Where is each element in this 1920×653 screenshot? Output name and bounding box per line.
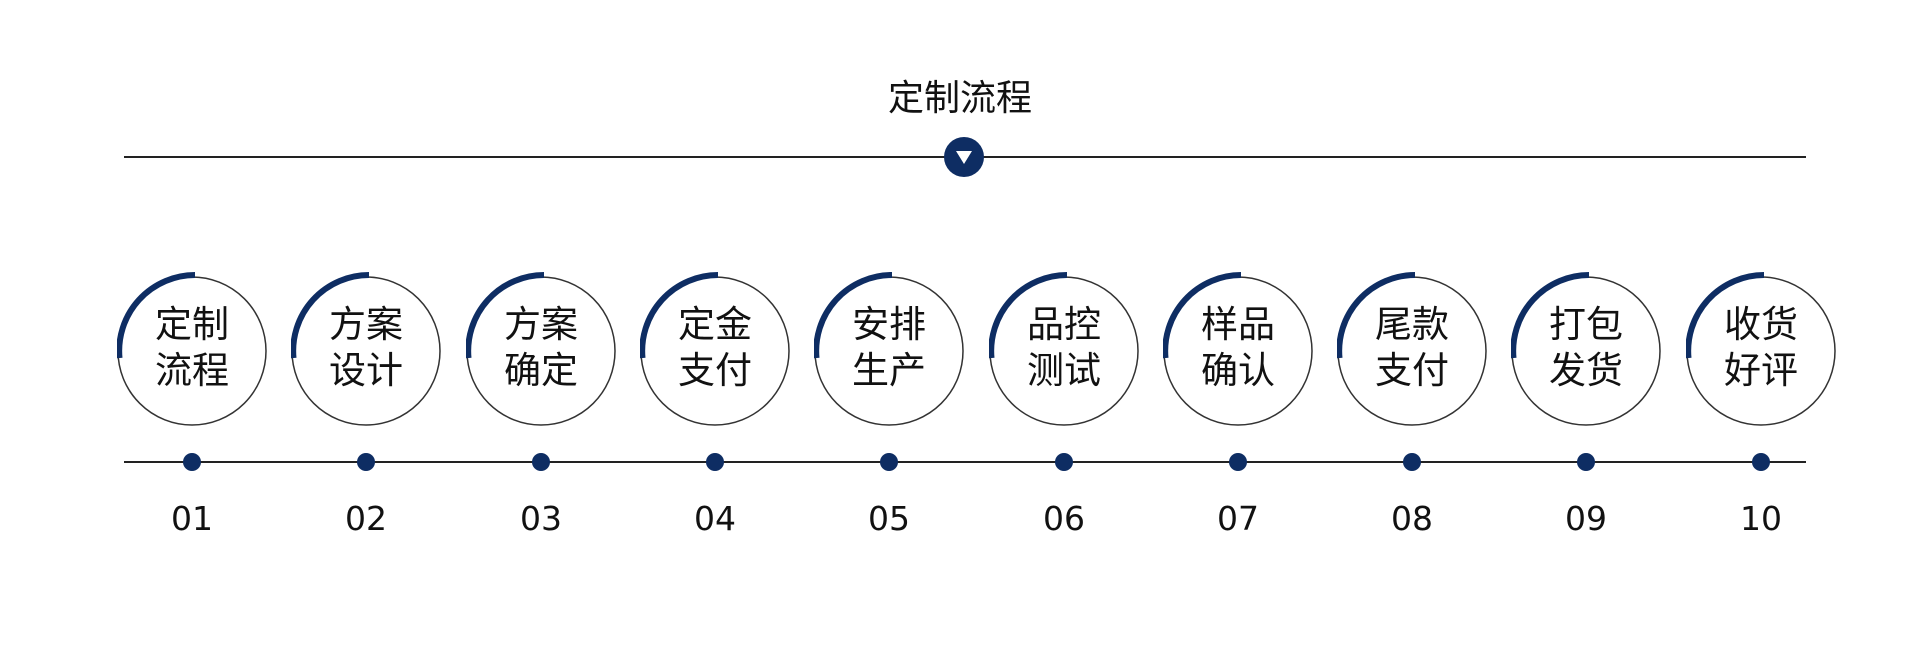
step-number: 06: [1043, 499, 1085, 538]
step-number: 03: [520, 499, 562, 538]
step-circle: [1511, 272, 1661, 426]
timeline-dot: [1229, 453, 1247, 471]
step-circle: [989, 272, 1139, 426]
timeline-dot: [1577, 453, 1595, 471]
step-circle: [640, 272, 790, 426]
progress-arc: [1511, 272, 1590, 359]
step-label: 定金 支付: [678, 303, 752, 392]
step-label: 方案 设计: [329, 303, 403, 392]
process-step: 安排 生产: [814, 272, 964, 432]
progress-arc: [989, 272, 1068, 359]
process-step: 尾款 支付: [1337, 272, 1487, 432]
step-label: 品控 测试: [1027, 303, 1101, 392]
progress-arc: [640, 272, 719, 359]
progress-arc: [117, 272, 196, 359]
step-circle: [466, 272, 616, 426]
step-circle: [1686, 272, 1836, 426]
timeline-dot: [706, 453, 724, 471]
process-step: 品控 测试: [989, 272, 1139, 432]
triangle-down-icon: [944, 137, 984, 177]
step-number: 08: [1391, 499, 1433, 538]
step-label: 打包 发货: [1549, 303, 1623, 392]
progress-arc: [466, 272, 545, 359]
progress-arc: [1163, 272, 1242, 359]
process-step: 样品 确认: [1163, 272, 1313, 432]
step-circle: [1163, 272, 1313, 426]
step-label: 样品 确认: [1201, 303, 1275, 392]
step-label: 尾款 支付: [1375, 303, 1449, 392]
step-number: 07: [1217, 499, 1259, 538]
timeline-dot: [532, 453, 550, 471]
progress-arc: [814, 272, 893, 359]
progress-arc: [291, 272, 370, 359]
step-number: 05: [868, 499, 910, 538]
progress-arc: [1686, 272, 1765, 359]
step-label: 方案 确定: [504, 303, 578, 392]
step-number: 02: [345, 499, 387, 538]
step-circle: [1337, 272, 1487, 426]
timeline-dot: [1752, 453, 1770, 471]
process-step: 收货 好评: [1686, 272, 1836, 432]
step-circle: [814, 272, 964, 426]
timeline-line: [124, 461, 1806, 463]
process-step: 方案 确定: [466, 272, 616, 432]
timeline-dot: [357, 453, 375, 471]
step-label: 定制 流程: [155, 303, 229, 392]
step-label: 收货 好评: [1724, 303, 1798, 392]
process-step: 定制 流程: [117, 272, 267, 432]
timeline-dot: [1403, 453, 1421, 471]
progress-arc: [1337, 272, 1416, 359]
step-number: 09: [1565, 499, 1607, 538]
timeline-dot: [880, 453, 898, 471]
process-step: 定金 支付: [640, 272, 790, 432]
step-number: 10: [1740, 499, 1782, 538]
step-label: 安排 生产: [852, 303, 926, 392]
timeline-dot: [183, 453, 201, 471]
step-circle: [291, 272, 441, 426]
timeline-dot: [1055, 453, 1073, 471]
process-step: 打包 发货: [1511, 272, 1661, 432]
step-number: 04: [694, 499, 736, 538]
step-number: 01: [171, 499, 213, 538]
diagram-title: 定制流程: [887, 78, 1032, 119]
process-step: 方案 设计: [291, 272, 441, 432]
step-circle: [117, 272, 267, 426]
